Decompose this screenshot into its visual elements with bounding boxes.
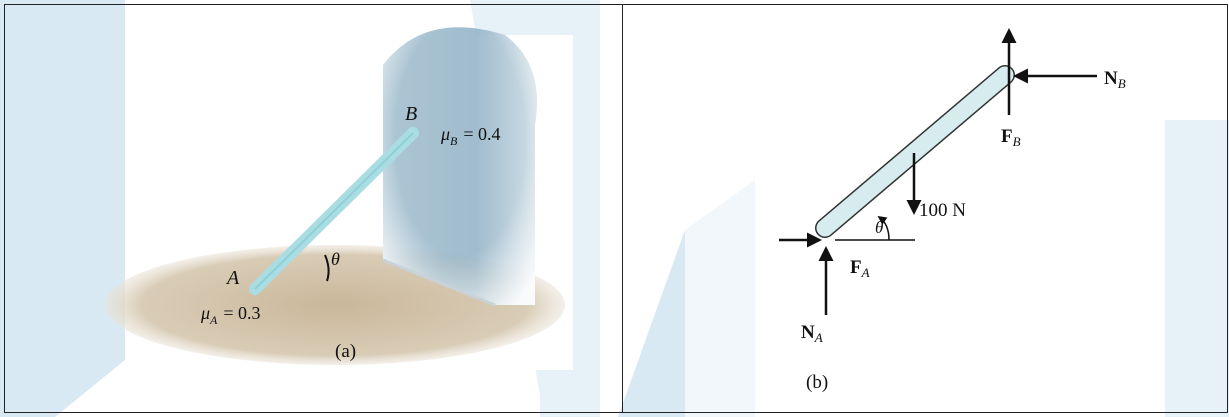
mu-b-label: μB= 0.4 (440, 124, 501, 148)
angle-arc (877, 215, 890, 241)
force-fb-label: FB (1001, 126, 1021, 149)
fbd-rod (816, 66, 1014, 237)
panel-b: FB NB 100 N θ FA NA (b) (623, 5, 1227, 412)
force-fa-label: FA (850, 257, 870, 280)
weight-label: 100 N (919, 200, 966, 221)
force-na-label: NA (801, 322, 823, 345)
force-nb-label: NB (1104, 68, 1126, 91)
angle-label: θ (331, 249, 340, 269)
mu-a-label: μA= 0.3 (200, 303, 261, 327)
panel-a: B μB= 0.4 θ A μA= 0.3 (a) (5, 5, 622, 412)
ladder-illustration: B μB= 0.4 θ A μA= 0.3 (a) (105, 27, 573, 370)
panel-divider (622, 5, 623, 412)
point-a-label: A (225, 267, 240, 289)
caption-a: (a) (335, 341, 356, 362)
angle-arc (324, 254, 330, 282)
angle-label: θ (875, 218, 883, 237)
point-b-label: B (405, 103, 417, 125)
free-body-diagram: FB NB 100 N θ FA NA (b) (779, 28, 1126, 393)
figure-frame: B μB= 0.4 θ A μA= 0.3 (a) (4, 4, 1228, 413)
caption-b: (b) (806, 372, 828, 393)
